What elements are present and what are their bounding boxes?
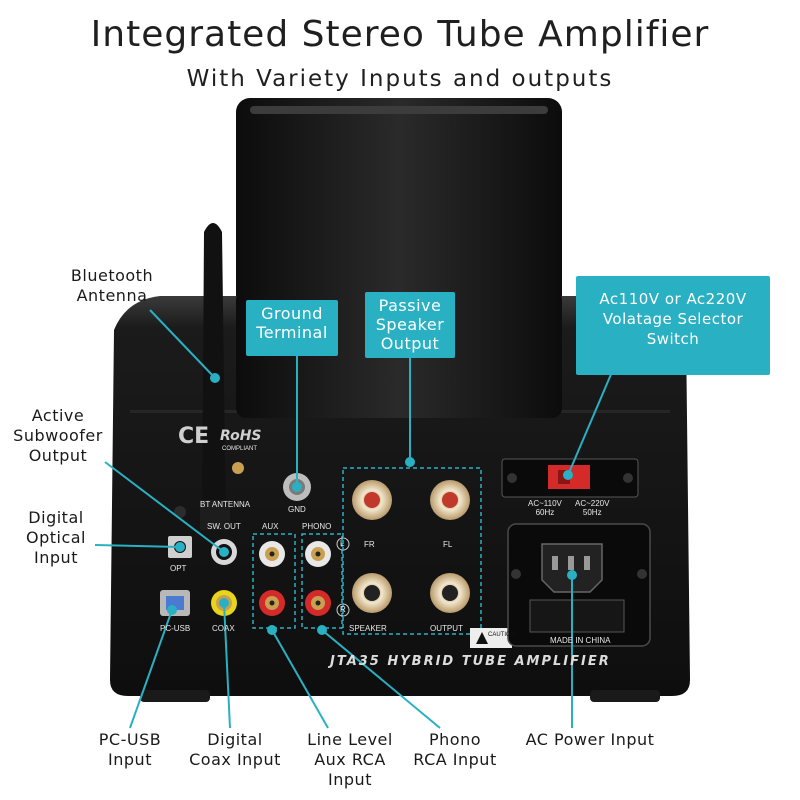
opt-label: OPT xyxy=(170,564,187,573)
phono-label: PHONO xyxy=(302,522,332,531)
page-title: Integrated Stereo Tube Amplifier xyxy=(90,14,710,55)
callout-digital-optical-input: Digital Optical Input xyxy=(25,508,86,567)
callout-ground-terminal: Ground Terminal xyxy=(246,300,338,356)
callout-ac-power-input: AC Power Input xyxy=(525,730,655,749)
ac110-label: AC~110V 60Hz xyxy=(528,499,562,517)
speaker-label: SPEAKER xyxy=(349,624,387,633)
speaker-terminal-fl-neg xyxy=(430,573,470,613)
caution-text: CAUTION xyxy=(488,632,515,638)
right-channel-marker: R xyxy=(340,605,346,614)
callout-phono-rca-input: Phono RCA Input xyxy=(413,730,497,769)
speaker-dashed-box xyxy=(342,467,482,635)
speaker-terminal-fr-neg xyxy=(352,573,392,613)
callout-digital-coax-input: Digital Coax Input xyxy=(189,730,281,769)
made-in-label: MADE IN CHINA xyxy=(550,636,611,645)
speaker-terminal-fl-pos xyxy=(430,480,470,520)
ac220-label: AC~220V 50Hz xyxy=(575,499,610,517)
fl-label: FL xyxy=(443,540,453,549)
callout-voltage-selector: Ac110V or Ac220V Volatage Selector Switc… xyxy=(576,276,770,375)
callout-passive-speaker-output: Passive Speaker Output xyxy=(365,292,455,358)
model-label: JTA35 HYBRID TUBE AMPLIFIER xyxy=(330,654,611,669)
speaker-terminal-fr-pos xyxy=(352,480,392,520)
gnd-label: GND xyxy=(288,505,306,514)
rohs-sub: COMPLIANT xyxy=(222,446,258,452)
page-subtitle: With Variety Inputs and outputs xyxy=(186,66,614,92)
coax-label: COAX xyxy=(212,624,235,633)
ce-mark: CE xyxy=(178,424,210,449)
pc-usb-label: PC-USB xyxy=(160,624,191,633)
caution-label xyxy=(470,628,512,648)
aux-label: AUX xyxy=(262,522,279,531)
callout-bluetooth-antenna: Bluetooth Antenna xyxy=(70,266,154,305)
callout-active-subwoofer-output: Active Subwoofer Output xyxy=(13,406,103,465)
callout-pc-usb-input: PC-USB Input xyxy=(98,730,162,769)
sw-out-label: SW. OUT xyxy=(207,522,241,531)
fuse-holder xyxy=(529,599,625,633)
output-label: OUTPUT xyxy=(430,624,463,633)
fr-label: FR xyxy=(364,540,375,549)
left-channel-marker: L xyxy=(340,539,345,548)
rohs-mark: RoHS xyxy=(220,428,262,444)
callout-line-level-aux-rca-input: Line Level Aux RCA Input xyxy=(307,730,393,789)
antenna-label: BT ANTENNA xyxy=(200,500,251,509)
